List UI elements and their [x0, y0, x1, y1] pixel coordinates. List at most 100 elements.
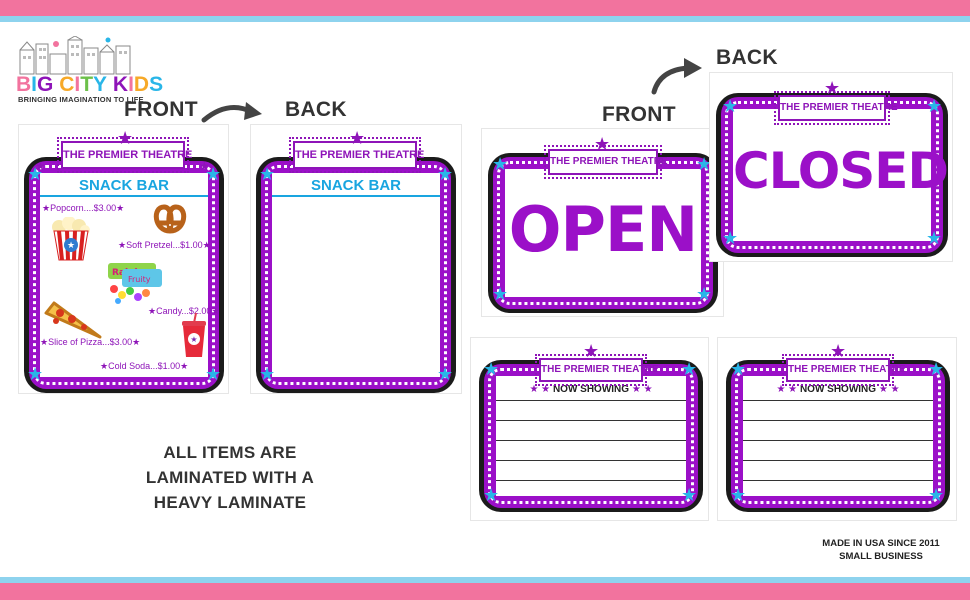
now-showing-right-card: ★ ★ NOW SHOWING ★ ★ THE PREMIER THEATRE … — [717, 337, 957, 521]
soda-icon: ★ — [182, 312, 206, 357]
snack-back-card: SNACK BAR THE PREMIER THEATRE ★ ★ ★ ★ ★ — [250, 124, 462, 394]
star-icon: ★ — [722, 96, 739, 116]
frame-inner: ★ ★ NOW SHOWING ★ ★ — [743, 376, 933, 496]
made-in-usa-note: MADE IN USA SINCE 2011 SMALL BUSINESS — [800, 537, 962, 563]
curved-arrow-icon — [651, 58, 702, 95]
theatre-plaque: THE PREMIER THEATRE — [535, 354, 659, 386]
brand-name: BIG CITY KIDS — [16, 74, 163, 96]
line — [496, 400, 686, 401]
bottom-pink-stripe — [0, 583, 970, 600]
made-in-usa-line: MADE IN USA SINCE 2011 — [822, 538, 940, 549]
star-icon: ★ — [722, 228, 739, 248]
line — [743, 480, 933, 481]
theatre-plaque: THE PREMIER THEATRE — [782, 354, 906, 386]
star-icon: ★ ★ — [878, 384, 900, 395]
brand-letter: I — [128, 73, 134, 96]
now-showing-label: NOW SHOWING — [552, 384, 630, 395]
star-icon: ★ — [437, 364, 454, 384]
laminate-line-3: HEAVY LAMINATE — [153, 493, 307, 512]
line — [743, 420, 933, 421]
laminate-statement: ALL ITEMS ARE LAMINATED WITH A HEAVY LAM… — [130, 440, 330, 515]
svg-text:★: ★ — [190, 335, 197, 344]
star-icon: ★ — [349, 128, 366, 148]
svg-text:★: ★ — [67, 241, 75, 251]
theatre-plaque: THE PREMIER THEATRE — [774, 91, 898, 125]
candy-icon: Rainb Fruity — [108, 263, 162, 304]
star-icon: ★ — [824, 78, 841, 98]
star-icon: ★ — [583, 341, 600, 361]
brand-logo: BIG CITY KIDS BRINGING IMAGINATION TO LI… — [16, 36, 163, 104]
snack-bar-title: SNACK BAR — [311, 177, 401, 194]
star-icon: ★ — [696, 284, 713, 304]
star-icon: ★ — [35, 159, 46, 173]
bottom-blue-stripe — [0, 577, 970, 583]
star-icon: ★ — [928, 359, 945, 379]
frame-inner: SNACK BAR — [272, 173, 440, 377]
popcorn-icon: ★ — [52, 217, 90, 261]
back-label-closed: BACK — [716, 46, 778, 69]
star-icon: ★ — [730, 359, 747, 379]
theatre-plaque: THE PREMIER THEATRE — [289, 137, 424, 173]
open-sign-card: OPEN THE PREMIER THEATRE ★ ★ ★ ★ ★ — [481, 128, 724, 317]
star-icon: ★ — [205, 364, 222, 384]
top-pink-stripe — [0, 0, 970, 16]
star-icon: ★ — [483, 485, 500, 505]
menu-item-soda: ★Cold Soda...$1.00★ — [100, 361, 189, 371]
now-showing-title: ★ ★ NOW SHOWING ★ ★ — [743, 384, 933, 395]
star-icon: ★ — [492, 284, 509, 304]
menu-item-popcorn: ★Popcorn....$3.00★ — [42, 203, 125, 213]
curved-arrow-icon — [201, 102, 262, 123]
line — [496, 420, 686, 421]
star-icon: ★ — [681, 359, 698, 379]
svg-text:Fruity: Fruity — [128, 275, 151, 284]
brand-letter: T — [80, 73, 94, 96]
now-showing-left-card: ★ ★ NOW SHOWING ★ ★ THE PREMIER THEATRE … — [470, 337, 709, 521]
star-icon: ★ ★ — [776, 384, 798, 395]
frame-inner: ★ ★ NOW SHOWING ★ ★ — [496, 376, 686, 496]
star-icon: ★ — [205, 164, 222, 184]
top-blue-stripe — [0, 16, 970, 22]
brand-letter: K — [112, 73, 129, 96]
snack-underline — [40, 195, 208, 197]
brand-letter: D — [133, 73, 150, 96]
line — [743, 460, 933, 461]
theatre-plaque: THE PREMIER THEATRE — [544, 145, 668, 179]
laminate-line-1: ALL ITEMS ARE — [163, 443, 297, 462]
star-icon: ★ — [259, 364, 276, 384]
line — [496, 440, 686, 441]
theatre-plaque: THE PREMIER THEATRE — [57, 137, 192, 173]
snack-bar-title: SNACK BAR — [79, 177, 169, 194]
brand-letter: B — [16, 73, 32, 96]
star-icon: ★ — [730, 485, 747, 505]
star-icon: ★ — [259, 164, 276, 184]
brand-letter: I — [31, 73, 38, 96]
skyline-icon — [19, 36, 131, 75]
brand-letter: C — [59, 73, 75, 96]
menu-item-candy: ★Candy...$2.00★ — [148, 306, 220, 316]
front-label-open: FRONT — [602, 103, 676, 126]
frame-inner: SNACK BAR ★Popcorn....$3.00★ ★Soft Pretz… — [40, 173, 220, 377]
closed-sign-card: CLOSED THE PREMIER THEATRE ★ ★ ★ ★ ★ — [709, 72, 953, 262]
star-icon: ★ — [681, 485, 698, 505]
pretzel-icon — [153, 204, 187, 234]
pizza-icon — [44, 301, 102, 339]
menu-item-pizza: ★Slice of Pizza...$3.00★ — [40, 337, 141, 347]
line — [743, 400, 933, 401]
star-icon: ★ — [117, 128, 134, 148]
star-icon: ★ — [492, 154, 509, 174]
star-icon: ★ — [926, 96, 943, 116]
closed-word: CLOSED — [733, 142, 949, 200]
brand-letter: S — [149, 73, 164, 96]
menu-item-pretzel: ★Soft Pretzel...$1.00★ — [118, 240, 211, 250]
star-icon: ★ — [437, 164, 454, 184]
star-icon: ★ ★ — [529, 384, 551, 395]
star-icon: ★ — [830, 341, 847, 361]
brand-letter: G — [37, 73, 54, 96]
back-label-snack: BACK — [285, 98, 347, 121]
star-icon: ★ — [696, 154, 713, 174]
snack-underline — [272, 195, 440, 197]
star-icon: ★ — [199, 159, 210, 173]
line — [496, 460, 686, 461]
now-showing-label: NOW SHOWING — [799, 384, 877, 395]
star-icon: ★ ★ — [631, 384, 653, 395]
